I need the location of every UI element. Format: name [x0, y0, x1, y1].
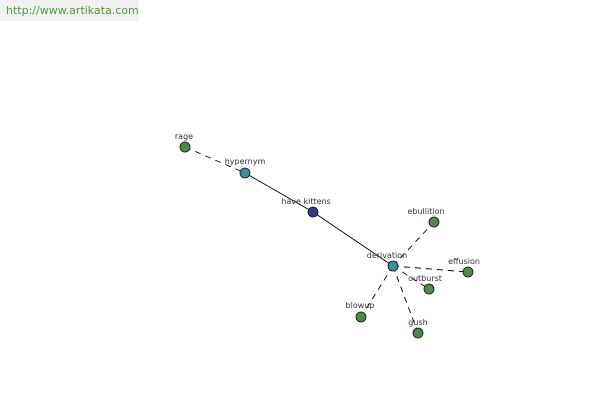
node-label-blowup: blowup: [346, 301, 375, 310]
node-label-effusion: effusion: [448, 257, 480, 266]
node-ebullition[interactable]: [428, 216, 440, 228]
node-derivation[interactable]: [387, 260, 399, 272]
node-effusion[interactable]: [462, 266, 474, 278]
node-have-kittens[interactable]: [307, 206, 319, 218]
source-url-text: http://www.artikata.com: [0, 0, 139, 21]
node-rage[interactable]: [179, 141, 191, 153]
node-label-hypernym: hypernym: [225, 157, 266, 166]
node-label-have-kittens: have kittens: [281, 197, 330, 206]
node-gush[interactable]: [412, 327, 424, 339]
edge-derivation-gush: [392, 265, 419, 334]
node-label-outburst: outburst: [408, 274, 442, 283]
edge-derivation-outburst: [392, 265, 430, 290]
node-outburst[interactable]: [423, 283, 435, 295]
edge-derivation-effusion: [392, 265, 469, 273]
node-label-rage: rage: [175, 132, 193, 141]
labels-layer: rage hypernym have kittens derivation ebulli…: [175, 132, 480, 327]
nodes-layer: [179, 141, 474, 339]
edge-have_kittens-derivation: [312, 211, 394, 267]
node-label-gush: gush: [408, 318, 427, 327]
node-hypernym[interactable]: [239, 167, 251, 179]
node-label-ebullition: ebullition: [407, 207, 444, 216]
edges-layer: [184, 146, 469, 334]
edge-hypernym-have_kittens: [244, 172, 314, 213]
node-blowup[interactable]: [355, 311, 367, 323]
node-label-derivation: derivation: [367, 251, 407, 260]
